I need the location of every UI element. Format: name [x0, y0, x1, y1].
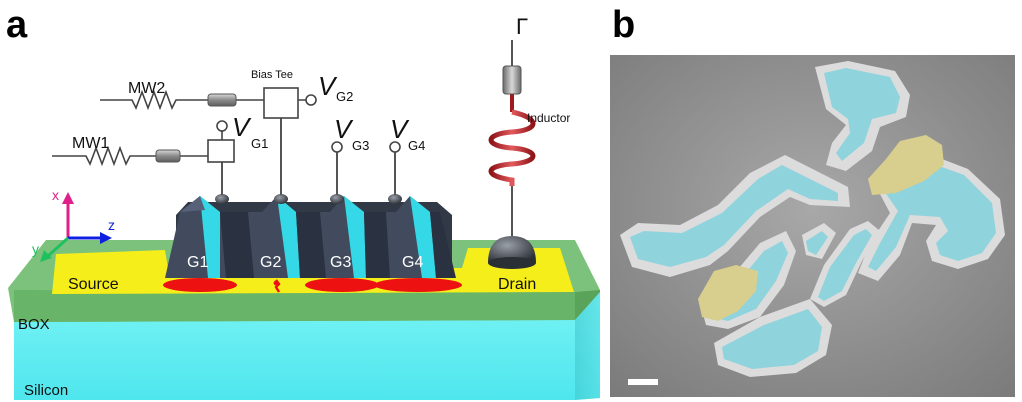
gate-label-g4: G4 — [402, 254, 423, 271]
bias-tee-g1 — [207, 131, 235, 163]
mw2-connector — [207, 93, 237, 107]
mw1-label: MW1 — [72, 135, 109, 152]
drain-label: Drain — [498, 276, 536, 293]
silicon-label: Silicon — [24, 382, 68, 399]
gate-stack — [165, 196, 456, 278]
vg3-terminal — [331, 141, 343, 153]
axis-y-label: y — [32, 241, 39, 257]
inductor-label: Inductor — [527, 111, 570, 125]
vg3-subscript: G3 — [352, 138, 369, 153]
axis-z-label: z — [108, 217, 115, 233]
box-label: BOX — [18, 316, 50, 333]
gate-g1 — [165, 196, 254, 278]
quantum-dots — [163, 278, 462, 293]
panel-label-b: b — [612, 4, 636, 46]
vg3-symbol: V — [334, 114, 354, 144]
gate-label-g3: G3 — [330, 254, 351, 271]
vg4-terminal — [389, 141, 401, 153]
coordinate-axes — [40, 192, 112, 262]
gate-g2 — [248, 196, 326, 278]
reflection-symbol: Γ — [516, 14, 528, 39]
vg2-symbol: V — [318, 71, 338, 101]
mw1-connector — [155, 149, 181, 163]
inductor-coil — [488, 94, 536, 186]
axis-x-label: x — [52, 187, 59, 203]
gate-label-g2: G2 — [260, 254, 281, 271]
vg4-symbol: V — [390, 114, 410, 144]
gate-g3 — [320, 196, 390, 278]
gate-g4 — [386, 196, 456, 278]
panel-label-a: a — [6, 4, 28, 46]
silicon-layer — [14, 290, 600, 400]
sem-yellow-gates — [698, 135, 944, 321]
vg1-terminal — [216, 120, 228, 132]
bias-tee-g2 — [263, 87, 299, 119]
sem-gates — [630, 68, 996, 369]
vg2-subscript: G2 — [336, 89, 353, 104]
sem-image — [610, 55, 1015, 397]
scale-bar — [628, 379, 658, 385]
vg4-subscript: G4 — [408, 138, 425, 153]
vg2-terminal — [305, 94, 317, 106]
gate-contacts — [215, 194, 402, 204]
mw2-label: MW2 — [128, 80, 165, 97]
bias-tee-label: Bias Tee — [251, 69, 293, 81]
source-label: Source — [68, 276, 119, 293]
vg1-symbol: V — [232, 112, 252, 142]
rf-connector — [502, 65, 522, 95]
device-schematic: Silicon BOX Source Drain — [8, 14, 600, 400]
vg1-subscript: G1 — [251, 136, 268, 151]
drain-contact — [488, 186, 536, 269]
gate-label-g1: G1 — [187, 254, 208, 271]
